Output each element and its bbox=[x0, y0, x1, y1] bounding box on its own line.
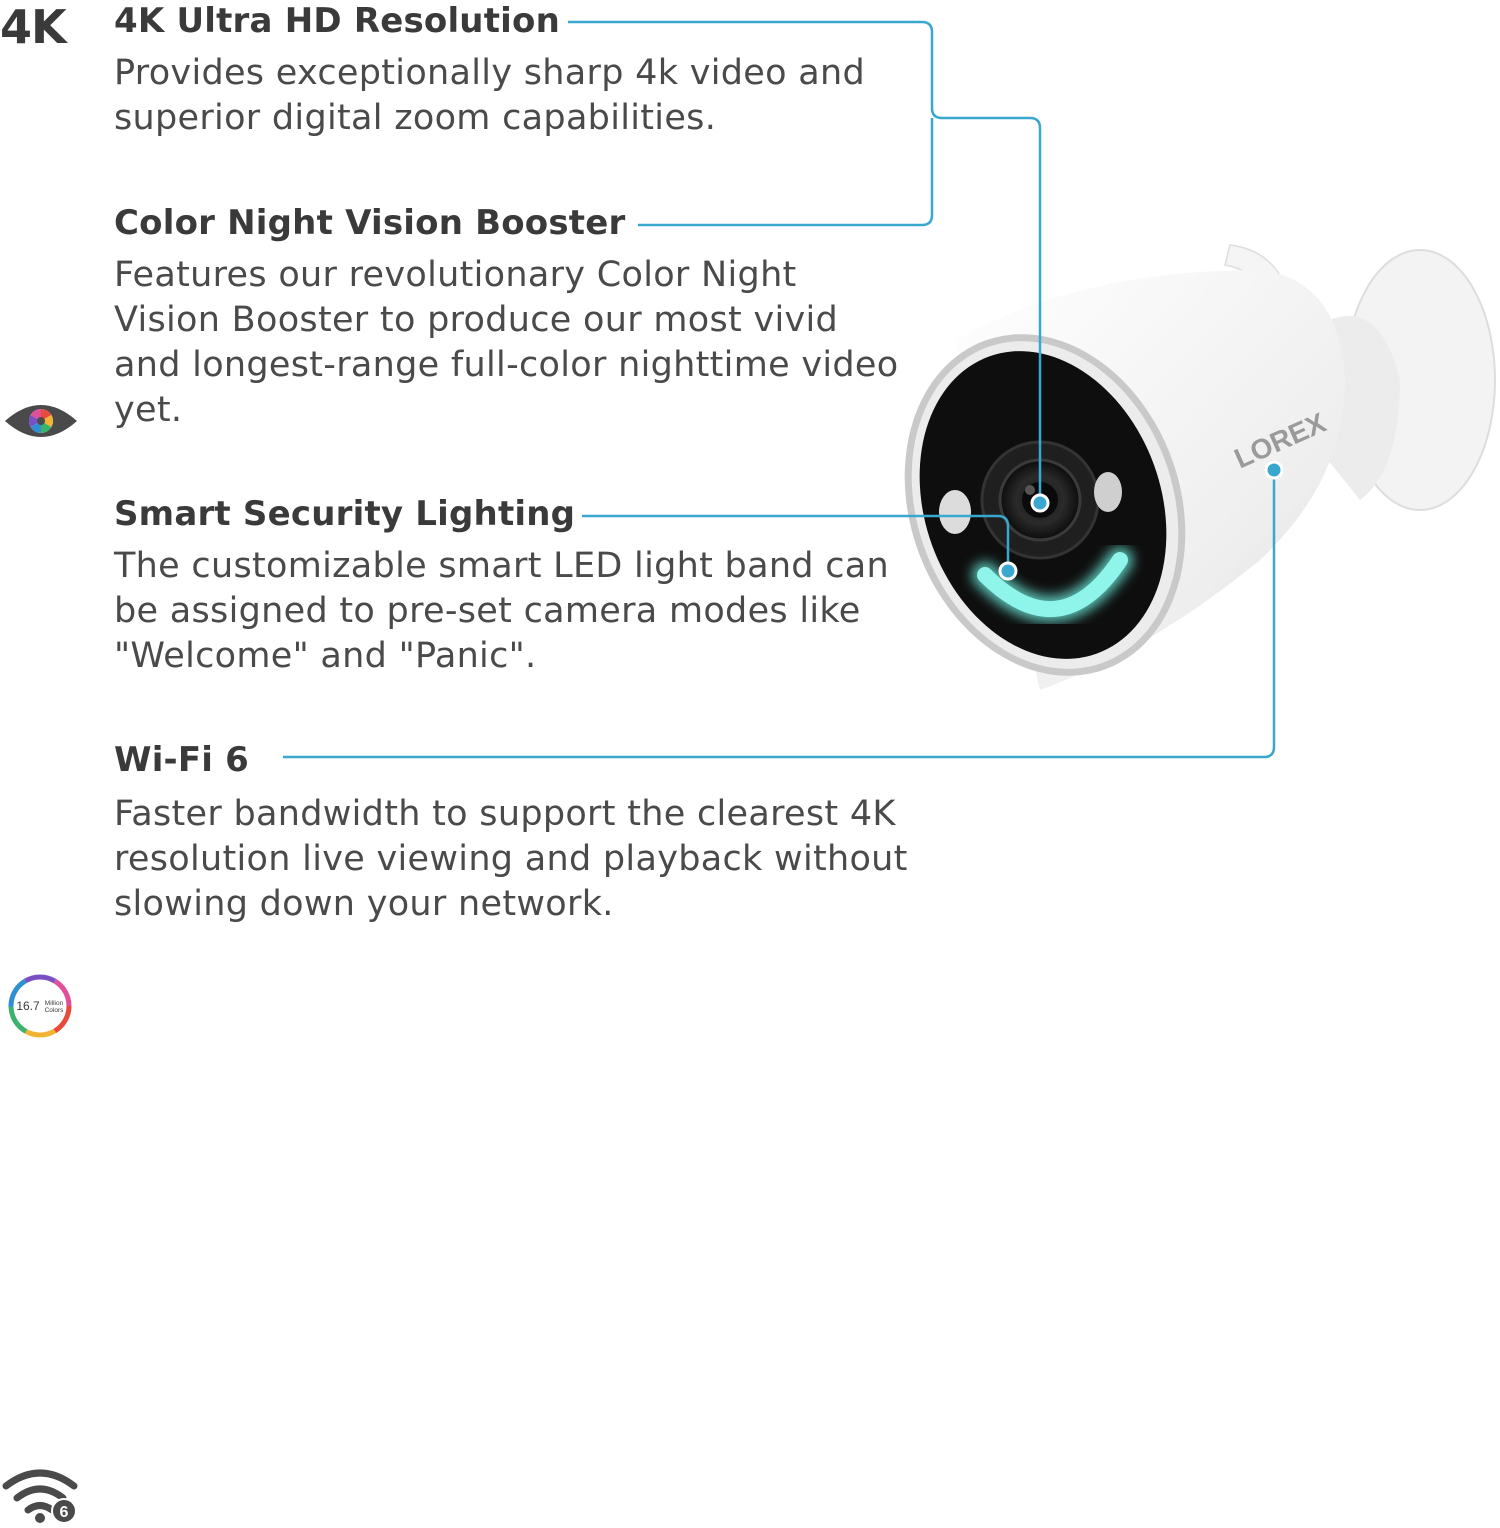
feature-title: Color Night Vision Booster bbox=[114, 203, 626, 243]
feature-description: Faster bandwidth to support the clearest… bbox=[114, 794, 908, 924]
feature-wifi-6: 6 Wi-Fi 6 Faster bandwidth to support th… bbox=[0, 735, 930, 1524]
feature-description: Provides exceptionally sharp 4k video an… bbox=[114, 53, 865, 138]
color-count-value: 16.7 bbox=[16, 999, 40, 1013]
wifi-version-badge: 6 bbox=[60, 1504, 69, 1521]
feature-title: 4K Ultra HD Resolution bbox=[114, 1, 560, 41]
feature-title: Smart Security Lighting bbox=[114, 494, 576, 534]
wifi-6-icon: 6 bbox=[2, 1469, 78, 1524]
color-count-caption: Colors bbox=[45, 1007, 65, 1014]
feature-title: Wi-Fi 6 bbox=[114, 740, 250, 780]
color-wheel-icon: 16.7 Million Colors bbox=[8, 974, 72, 1038]
feature-description: The customizable smart LED light band ca… bbox=[114, 546, 890, 676]
color-eye-icon bbox=[5, 405, 77, 437]
feature-description: Features our revolutionary Color Night V… bbox=[114, 255, 899, 430]
feature-smart-lighting: 16.7 Million Colors Smart Security Light… bbox=[0, 490, 930, 1038]
color-count-caption: Million bbox=[45, 1000, 64, 1007]
4k-badge-icon: 4K bbox=[0, 0, 67, 54]
feature-4k-resolution: 4K 4K Ultra HD Resolution Provides excep… bbox=[0, 0, 930, 150]
security-camera-image bbox=[904, 244, 1496, 690]
feature-color-night-vision: Color Night Vision Booster Features our … bbox=[0, 195, 930, 445]
